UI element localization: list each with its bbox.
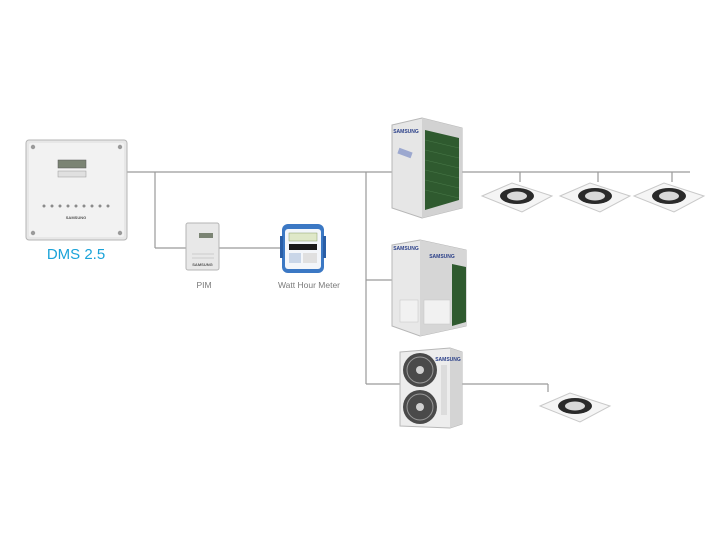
watt-meter-label: Watt Hour Meter — [278, 280, 340, 290]
outdoor-2-brand-text-b: SAMSUNG — [429, 254, 455, 260]
pim-brand-text: SAMSUNG — [192, 262, 212, 267]
pim-label: PIM — [196, 280, 211, 290]
dms-controller-icon: SAMSUNG — [25, 139, 128, 241]
outdoor-3-brand-text: SAMSUNG — [435, 357, 461, 363]
cassette-unit-icon — [538, 392, 612, 423]
outdoor-unit-icon: SAMSUNG — [399, 347, 463, 429]
outdoor-unit-icon: SAMSUNG SAMSUNG — [391, 239, 467, 337]
fan-icon — [403, 353, 437, 387]
dms-label: DMS 2.5 — [47, 246, 105, 263]
cassette-unit-icon — [480, 182, 554, 213]
outdoor-1-brand-text: SAMSUNG — [393, 129, 419, 135]
outdoor-unit-icon: SAMSUNG — [391, 117, 463, 219]
outdoor-2-brand-text-a: SAMSUNG — [393, 246, 419, 252]
watt-meter-icon — [280, 224, 326, 273]
connection-lines — [127, 171, 690, 392]
cassette-unit-icon — [558, 182, 632, 213]
cassette-unit-icon — [632, 182, 706, 213]
dms-brand-text: SAMSUNG — [66, 215, 86, 220]
pim-module-icon: SAMSUNG — [185, 222, 220, 271]
fan-icon — [403, 390, 437, 424]
